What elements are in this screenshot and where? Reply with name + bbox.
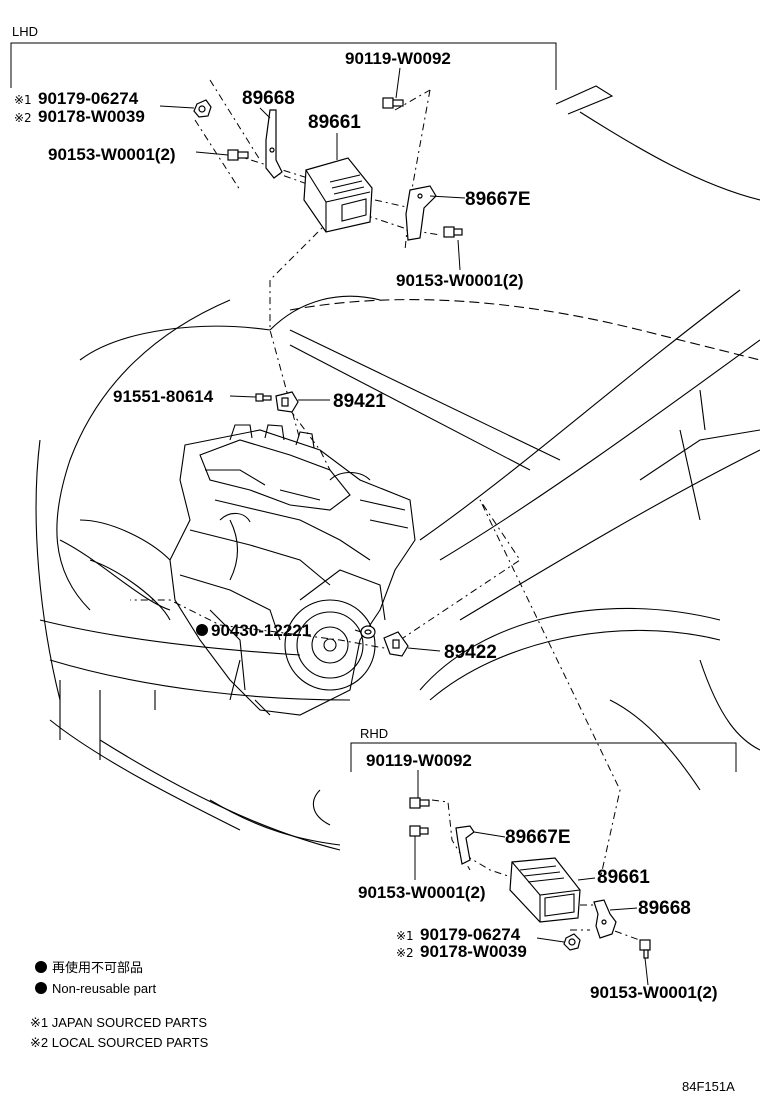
marker-2: ※2 [14,111,32,125]
bolt-91551-icon [255,393,272,402]
label-89661: 89661 [308,112,361,133]
rhd-section: RHD [350,726,737,1002]
rhd-label-90153-w0001-right: 90153-W0001(2) [590,983,718,1002]
rhd-label-89668: 89668 [638,898,691,919]
ecu-89661-icon [303,157,373,233]
sensor-89421-icon [275,391,299,413]
nut-90179-icon [193,99,212,118]
lhd-section: LHD [10,24,557,441]
label-90178-w0039: 90178-W0039 [38,107,145,126]
label-89422: 89422 [444,642,497,663]
engine-sensors: 91551-80614 89421 90430-12221 89422 [113,387,621,881]
rhd-label-90119-w0092: 90119-W0092 [366,751,472,770]
rhd-label-89661: 89661 [597,867,650,888]
rhd-bracket-89667e-icon [455,825,475,865]
rhd-marker-1: ※1 [396,929,414,943]
marker-1: ※1 [14,93,32,107]
rhd-bolt-90153-right-icon [639,939,651,959]
bracket-89668-icon [265,109,283,179]
label-91551-80614: 91551-80614 [113,387,214,406]
legend-dot-jp-icon [35,961,47,973]
legend: 再使用不可部品 Non-reusable part ※1 JAPAN SOURC… [30,960,209,1050]
diagram-id: 84F151A [682,1079,735,1094]
legend-note-1: ※1 JAPAN SOURCED PARTS [30,1015,207,1030]
legend-note-2: ※2 LOCAL SOURCED PARTS [30,1035,209,1050]
bolt-90153-left-icon [227,149,249,161]
bracket-89667e-icon [405,185,437,241]
label-90153-w0001-left: 90153-W0001(2) [48,145,176,164]
rhd-ecu-89661-icon [509,857,581,923]
car-body-outline [35,85,760,851]
label-89667e: 89667E [465,189,531,210]
rhd-bolt-90119-top-icon [409,797,430,809]
rhd-label-90153-w0001-left: 90153-W0001(2) [358,883,486,902]
gasket-90430-icon [360,625,376,639]
rhd-bracket-89668-icon [593,899,617,939]
non-reusable-dot-icon [196,624,208,636]
engine-assembly [169,424,416,716]
label-90153-w0001-right: 90153-W0001(2) [396,271,524,290]
rhd-label-90178-w0039: 90178-W0039 [420,942,527,961]
rhd-bolt-90153-left-icon [409,825,429,837]
rhd-label-90179-06274: 90179-06274 [420,925,521,944]
label-90119-w0092: 90119-W0092 [345,49,451,68]
sensor-89422-icon [383,631,409,657]
label-90179-06274: 90179-06274 [38,89,139,108]
bolt-90119-top-icon [382,97,404,109]
label-89421: 89421 [333,391,386,412]
legend-nonreusable-en: Non-reusable part [52,981,156,996]
rhd-nut-90179-icon [563,933,581,951]
bolt-90153-right-icon [443,226,463,238]
rhd-label-89667e: 89667E [505,827,571,848]
rhd-marker-2: ※2 [396,946,414,960]
label-89668: 89668 [242,88,295,109]
rhd-label: RHD [360,726,388,741]
legend-nonreusable-jp: 再使用不可部品 [52,960,143,975]
lhd-label: LHD [12,24,38,39]
legend-dot-en-icon [35,982,47,994]
label-90430-12221: 90430-12221 [211,621,311,640]
